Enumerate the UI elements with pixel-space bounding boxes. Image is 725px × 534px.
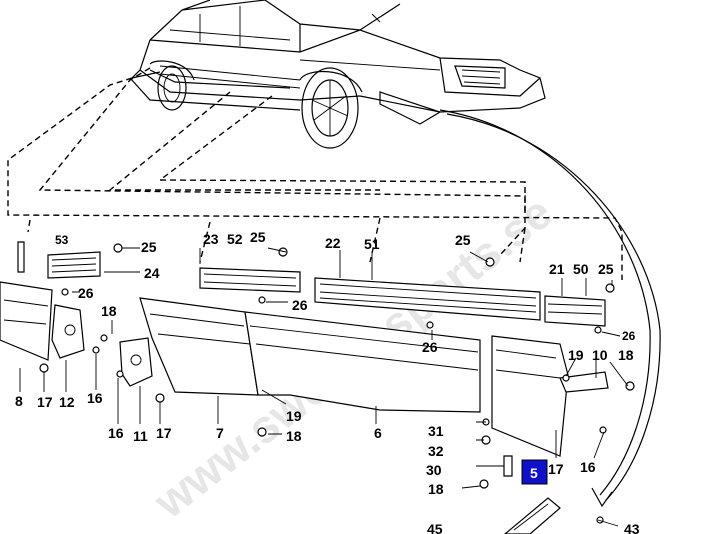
label-7: 7 [216,425,224,441]
plate-11 [119,337,153,387]
label-17-c: 17 [548,461,564,477]
label-8: 8 [15,393,23,409]
label-25-b: 25 [250,229,266,245]
label-16-b: 16 [108,425,124,441]
panel-8 [0,281,53,361]
label-43: 43 [624,521,640,534]
panel-6 [244,311,481,413]
label-32: 32 [428,443,444,459]
label-17-a: 17 [37,394,53,410]
dashed-callouts [7,67,661,508]
label-11: 11 [133,428,148,444]
label-22: 22 [325,235,341,251]
label-51: 51 [364,236,380,252]
selected-part-5[interactable]: 5 [521,459,548,485]
selected-part-label[interactable]: 5 [530,465,538,481]
callout-labels: 53 25 24 26 23 52 25 26 22 51 25 21 50 2… [15,229,640,534]
label-16-a: 16 [87,390,103,406]
label-52: 52 [227,231,243,247]
car-illustration [129,0,546,149]
mount-bracket-21 [544,295,606,327]
mount-bracket-22 [314,277,541,321]
mount-bracket-53 [17,241,101,279]
label-25-d: 25 [598,261,614,277]
label-16-c: 16 [580,459,596,475]
label-18-c: 18 [286,428,302,444]
label-12: 12 [59,394,75,410]
label-21: 21 [549,261,565,277]
label-26-d: 26 [422,339,438,355]
panel-7 [139,297,259,396]
panel-5 [491,335,569,457]
label-23: 23 [203,231,219,247]
mount-bracket-23 [199,267,301,293]
label-19-a: 19 [568,347,584,363]
label-18-b: 18 [618,347,634,363]
label-50: 50 [573,261,589,277]
label-30: 30 [426,462,442,478]
piece-45 [504,497,561,534]
label-25-c: 25 [455,232,471,248]
label-6: 6 [374,425,382,441]
label-45: 45 [427,521,443,534]
label-25-a: 25 [141,239,157,255]
label-31: 31 [428,423,444,439]
label-18-d: 18 [428,481,444,497]
label-26-a: 26 [78,285,94,301]
plate-12 [51,304,85,359]
label-18-a: 18 [101,303,117,319]
label-53: 53 [55,233,69,247]
selected-part-highlight[interactable] [521,459,548,485]
label-26-b: 26 [292,297,308,313]
label-17-b: 17 [156,425,172,441]
leader-lines [19,247,629,527]
label-26-c: 26 [622,329,636,343]
label-19-b: 19 [286,408,302,424]
label-10: 10 [592,347,608,363]
label-24: 24 [144,265,160,281]
